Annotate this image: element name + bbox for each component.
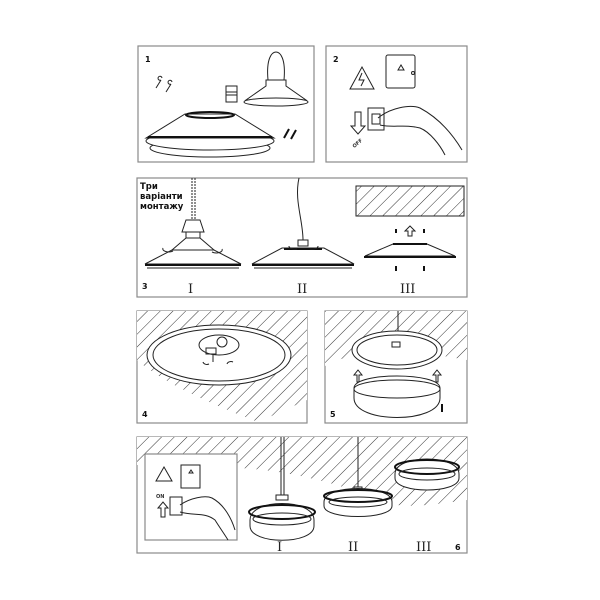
mounting-caption-line: монтажу: [140, 202, 184, 212]
variant-ceiling-mount: III: [355, 185, 465, 297]
lamp-body-icon: [144, 111, 276, 158]
switch-off-hand-icon: OFF: [349, 105, 463, 156]
electrical-panel-icon: [385, 54, 416, 89]
high-voltage-warning-icon: [155, 465, 173, 482]
lamp-variant-pendant-cable: II: [323, 437, 393, 555]
variant-label: I: [277, 540, 282, 555]
variant-label: II: [297, 282, 307, 297]
step-4-panel: 4: [136, 310, 308, 424]
high-voltage-warning-icon: [349, 65, 375, 90]
lamp-variant-ceiling: III: [394, 458, 460, 555]
step-number: 5: [330, 410, 336, 419]
variant-label: III: [400, 282, 415, 297]
step-3-panel: Три варіанти монтажу 3 I II: [136, 177, 468, 298]
step-number: 4: [142, 410, 148, 419]
variant-cable-mount: II: [251, 177, 355, 297]
screws-icon: [155, 75, 297, 140]
variant-label: I: [188, 282, 193, 297]
arrow-up-icon: [352, 369, 443, 383]
electrical-panel-icon: [180, 464, 201, 489]
off-label: OFF: [352, 138, 364, 150]
step-number: 2: [333, 55, 339, 64]
step-5-panel: 5: [324, 310, 468, 424]
step-number: 1: [145, 55, 151, 64]
arrow-up-icon: [156, 501, 170, 518]
cable-gland-icon: [225, 85, 238, 103]
on-label: ON: [156, 494, 164, 500]
step-2-panel: 2 OFF: [325, 45, 468, 163]
step-6-panel: ON I II III 6: [136, 436, 468, 555]
step-1-panel: 1: [137, 45, 315, 163]
lamp-diffuser-icon: [353, 375, 441, 418]
mounting-caption-line: варіанти: [140, 191, 183, 202]
mounting-ring-icon: [146, 324, 292, 386]
variant-chain-mount: I: [144, 178, 242, 297]
mounting-ring-icon: [351, 330, 443, 370]
switch-on-inset: ON: [144, 453, 238, 541]
step-number: 6: [455, 543, 461, 552]
variant-label: III: [416, 540, 431, 555]
mounting-caption-line: Три: [140, 182, 158, 192]
lamp-variant-pendant-chain: I: [248, 437, 316, 555]
pendant-canopy-icon: [243, 51, 309, 107]
step-number: 3: [142, 282, 148, 291]
variant-label: II: [348, 540, 358, 555]
